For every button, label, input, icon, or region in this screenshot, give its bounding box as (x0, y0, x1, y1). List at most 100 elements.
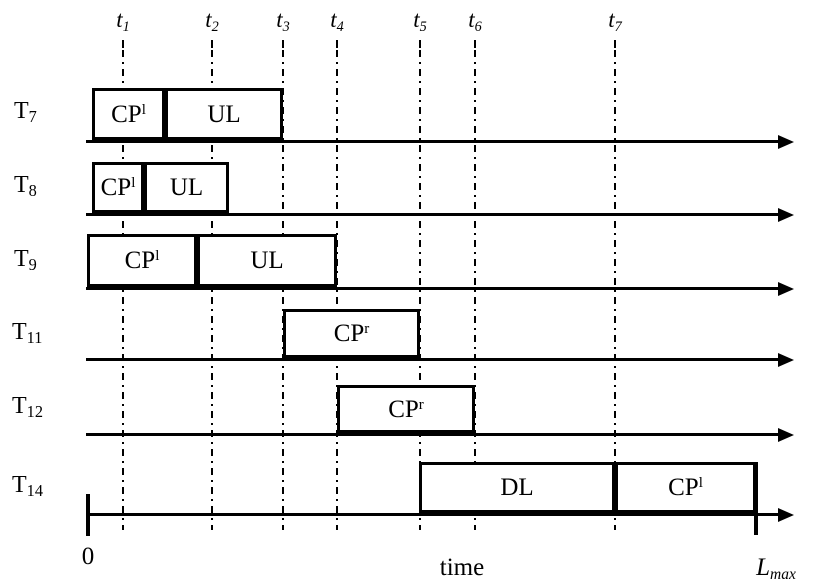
activity-block-label: CPl (668, 475, 703, 500)
time-mark-label-t2: t2 (205, 8, 219, 34)
task-label-T11: T11 (12, 320, 42, 347)
time-mark-tick-t2 (211, 40, 213, 48)
activity-block-label: UL (250, 248, 283, 273)
activity-block-label-base: CP (668, 474, 699, 501)
task-label-subscript: 8 (28, 181, 37, 201)
task-label-subscript: 9 (28, 255, 37, 275)
time-mark-tick-t6 (474, 40, 476, 48)
time-guide-line-t5 (419, 50, 421, 530)
time-guide-line-t6 (474, 50, 476, 530)
activity-block-label: CPr (388, 397, 424, 422)
time-mark-base: t (330, 7, 337, 32)
time-mark-tick-t1 (122, 40, 124, 48)
origin-label: 0 (81, 543, 95, 570)
task-label-subscript: 11 (26, 328, 43, 348)
task-axis-arrowhead-T14 (778, 507, 794, 522)
time-mark-base: t (205, 7, 212, 32)
time-guide-line-t1 (122, 50, 124, 530)
activity-block-label-base: CP (111, 100, 142, 128)
task-label-base: T (12, 472, 27, 498)
task-label-subscript: 7 (28, 107, 37, 127)
time-mark-subscript: 4 (336, 18, 344, 35)
task-axis-arrowhead-T8 (778, 207, 794, 222)
activity-block-label-base: UL (207, 100, 241, 128)
time-mark-label-t5: t5 (413, 8, 427, 34)
task-axis-arrowhead-T9 (778, 281, 794, 296)
activity-block-label: CPl (125, 248, 160, 273)
time-mark-tick-t7 (614, 40, 616, 48)
activity-block[interactable]: UL (197, 234, 337, 287)
makespan-label: Lmax (756, 555, 796, 583)
activity-block-label: CPl (101, 175, 136, 200)
task-axis-arrowhead-T11 (778, 352, 794, 367)
activity-block-label-superscript: l (131, 175, 136, 192)
activity-block[interactable]: CPr (283, 309, 420, 358)
time-mark-tick-t4 (336, 40, 338, 48)
activity-block-label-base: DL (500, 474, 534, 501)
task-axis-T9 (86, 287, 778, 290)
task-label-subscript: 14 (26, 481, 43, 501)
activity-block[interactable]: CPl (92, 162, 144, 213)
task-axis-T14 (86, 513, 778, 516)
task-label-T14: T14 (12, 473, 43, 500)
time-guide-line-t3 (282, 50, 284, 530)
activity-block-label-superscript: l (141, 101, 146, 118)
activity-block-label: CPl (111, 102, 146, 127)
activity-block-label-superscript: r (418, 396, 424, 413)
time-mark-base: t (116, 7, 123, 32)
activity-block[interactable]: CPl (87, 234, 197, 287)
task-label-T9: T9 (14, 247, 37, 274)
task-axis-arrowhead-T12 (778, 427, 794, 442)
time-mark-base: t (413, 7, 420, 32)
activity-block-label-base: UL (169, 174, 204, 201)
task-axis-T7 (86, 140, 778, 143)
time-mark-tick-t5 (419, 40, 421, 48)
time-mark-subscript: 5 (419, 18, 427, 35)
time-mark-label-t3: t3 (276, 8, 290, 34)
time-mark-tick-t3 (282, 40, 284, 48)
time-guide-line-t2 (211, 50, 213, 530)
task-axis-arrowhead-T7 (778, 134, 794, 149)
activity-block[interactable]: CPl (92, 88, 165, 140)
time-mark-base: t (608, 7, 615, 32)
time-mark-base: t (276, 7, 283, 32)
makespan-label-subscript: max (770, 566, 796, 584)
task-label-T7: T7 (14, 99, 37, 126)
time-mark-label-t7: t7 (608, 8, 622, 34)
task-label-base: T (12, 393, 27, 419)
activity-block[interactable]: UL (144, 162, 229, 213)
task-label-T12: T12 (12, 394, 43, 421)
time-mark-label-t1: t1 (116, 8, 130, 34)
activity-block[interactable]: CPr (337, 385, 475, 433)
task-label-base: T (12, 319, 27, 345)
task-axis-T12 (86, 433, 778, 436)
activity-block-label: DL (500, 475, 533, 500)
time-guide-line-t7 (614, 50, 616, 530)
task-label-T8: T8 (14, 173, 37, 200)
time-axis-caption: time (439, 554, 485, 581)
task-axis-T11 (86, 358, 778, 361)
activity-block-label-base: UL (250, 247, 284, 274)
time-mark-subscript: 1 (122, 18, 130, 35)
time-mark-subscript: 6 (474, 18, 482, 35)
time-mark-label-t6: t6 (468, 8, 482, 34)
time-guide-line-t4 (336, 50, 338, 530)
time-mark-subscript: 2 (211, 18, 219, 35)
activity-block-label: CPr (334, 321, 370, 346)
activity-block-label-superscript: l (698, 475, 703, 492)
activity-block-label: UL (170, 175, 203, 200)
activity-block-label-superscript: l (155, 248, 160, 265)
activity-block[interactable]: DL (419, 462, 615, 513)
time-mark-label-t4: t4 (330, 8, 344, 34)
makespan-label-base: L (756, 554, 771, 581)
time-mark-subscript: 7 (614, 18, 622, 35)
makespan-end-bar (754, 462, 758, 535)
time-mark-subscript: 3 (282, 18, 290, 35)
activity-block[interactable]: CPl (615, 462, 756, 513)
task-axis-T8 (86, 213, 778, 216)
task-label-base: T (14, 246, 29, 272)
origin-tick (86, 494, 90, 536)
time-mark-base: t (468, 7, 475, 32)
activity-block[interactable]: UL (165, 88, 283, 140)
task-label-base: T (14, 172, 29, 198)
